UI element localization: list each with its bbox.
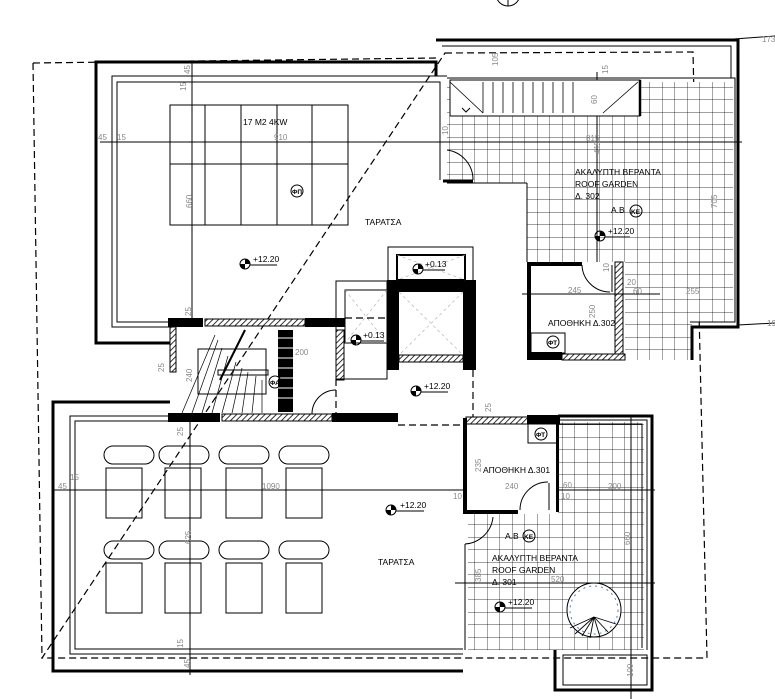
svg-text:ΦΤ: ΦΤ	[536, 432, 545, 439]
svg-text:173: 173	[762, 35, 775, 44]
ft-symbol-icon: ΦΤ	[534, 427, 548, 441]
svg-text:ΦΠ: ΦΠ	[292, 189, 302, 196]
spiral-staircase	[566, 582, 622, 639]
svg-text:15: 15	[117, 133, 126, 142]
svg-text:ΚΕ: ΚΕ	[631, 209, 641, 216]
svg-text:20: 20	[627, 278, 636, 287]
garden-302-line2: ROOF GARDEN	[575, 179, 638, 189]
svg-text:910: 910	[274, 133, 288, 142]
north-compass-icon	[497, 0, 519, 7]
svg-text:240: 240	[505, 482, 519, 491]
ke-symbol-icon: ΚΕ	[629, 204, 643, 218]
terrace-label-upper: ΤΑΡΑΤΣΑ	[365, 217, 402, 227]
svg-text:10: 10	[602, 263, 611, 272]
storage-302	[522, 261, 660, 361]
storage-301-label: ΑΠΟΘΗΚΗ Δ.301	[483, 465, 550, 475]
sun-loungers	[103, 445, 330, 614]
level-marker-icon: +12.20	[494, 597, 535, 613]
svg-text:240: 240	[185, 368, 194, 382]
level-markers: +12.20 +12.20 +12.20 +12.20 +12.20 +0.13…	[239, 226, 635, 613]
level-marker-icon: +0.13	[350, 330, 385, 346]
svg-text:45: 45	[183, 659, 192, 668]
svg-text:+12.20: +12.20	[424, 381, 451, 391]
level-marker-icon: +12.20	[239, 254, 280, 270]
svg-text:660: 660	[185, 194, 194, 208]
svg-text:+0.13: +0.13	[363, 330, 385, 340]
elevator-shaft	[335, 246, 476, 426]
svg-text:15: 15	[70, 473, 79, 482]
storage-302-label: ΑΠΟΘΗΚΗ Δ.302	[548, 318, 615, 328]
level-marker-icon: +12.20	[410, 381, 451, 397]
svg-text:25: 25	[176, 427, 185, 436]
svg-text:250: 250	[588, 304, 597, 318]
svg-text:705: 705	[710, 194, 719, 208]
level-marker-icon: +12.20	[594, 226, 635, 242]
dimension-labels: 45 15 45 15 910 660 25 200 25 240 25 109…	[58, 35, 775, 677]
level-marker-icon: +12.20	[385, 500, 427, 516]
svg-text:625: 625	[184, 530, 193, 544]
svg-text:19: 19	[767, 319, 775, 328]
ab-label-301: Α.Β	[505, 531, 519, 541]
svg-text:200: 200	[295, 348, 309, 357]
svg-text:245: 245	[568, 286, 582, 295]
fp-symbol-icon: ΦΠ	[290, 184, 304, 198]
garden-302-line1: ΑΚΑΛΥΠΤΗ ΒΕΡΑΝΤΑ	[575, 167, 661, 177]
garden-301-line3: Δ. 301	[492, 577, 517, 587]
svg-text:60: 60	[633, 287, 642, 296]
svg-text:385: 385	[474, 568, 483, 582]
svg-text:60: 60	[563, 481, 572, 490]
svg-text:+12.20: +12.20	[400, 500, 427, 510]
svg-text:415: 415	[593, 140, 602, 154]
svg-text:+0.13: +0.13	[425, 259, 447, 269]
svg-text:10: 10	[561, 492, 570, 501]
svg-text:25: 25	[157, 363, 166, 372]
svg-text:100: 100	[626, 663, 635, 677]
svg-text:+12.20: +12.20	[508, 597, 535, 607]
svg-text:25: 25	[484, 403, 493, 412]
svg-text:10: 10	[441, 126, 450, 135]
svg-text:15: 15	[179, 82, 188, 91]
terrace-label-lower: ΤΑΡΑΤΣΑ	[378, 557, 415, 567]
svg-text:25: 25	[184, 307, 193, 316]
svg-text:660: 660	[623, 531, 632, 545]
svg-text:200: 200	[608, 482, 622, 491]
upper-terrace	[94, 60, 447, 345]
svg-text:10: 10	[453, 492, 462, 501]
svg-text:815: 815	[586, 134, 600, 143]
svg-text:45: 45	[183, 65, 192, 74]
svg-text:45: 45	[58, 482, 67, 491]
svg-text:45: 45	[98, 133, 107, 142]
stair-core	[168, 318, 398, 422]
garden-301-line2: ROOF GARDEN	[492, 565, 555, 575]
svg-text:+12.20: +12.20	[253, 254, 280, 264]
storage-301	[463, 415, 560, 514]
svg-text:520: 520	[551, 575, 565, 584]
svg-text:1090: 1090	[262, 482, 280, 491]
ft-symbol-icon: ΦΤ	[546, 335, 560, 349]
svg-text:ΚΕ: ΚΕ	[524, 534, 534, 541]
garden-302-line3: Δ. 302	[575, 191, 600, 201]
garden-301-line1: ΑΚΑΛΥΠΤΗ ΒΕΡΑΝΤΑ	[492, 553, 578, 563]
fa-symbol-icon: ΦΑ	[268, 375, 282, 389]
svg-text:ΦΑ: ΦΑ	[270, 380, 280, 387]
solar-capacity-label: 17 M2 4KW	[243, 117, 287, 127]
solar-panel-array	[169, 104, 349, 226]
lower-terrace	[51, 400, 470, 675]
upper-staircase	[449, 79, 642, 117]
ab-label-302: Α.Β	[611, 205, 625, 215]
svg-text:105: 105	[491, 52, 500, 66]
ke-symbol-icon: ΚΕ	[522, 529, 536, 543]
svg-text:60: 60	[590, 95, 599, 104]
level-marker-icon: +0.13	[412, 259, 447, 275]
svg-text:+12.20: +12.20	[608, 226, 635, 236]
svg-text:255: 255	[686, 287, 700, 296]
svg-text:235: 235	[474, 458, 483, 472]
svg-text:ΦΤ: ΦΤ	[548, 340, 557, 347]
svg-text:15: 15	[176, 639, 185, 648]
svg-text:15: 15	[601, 65, 610, 74]
